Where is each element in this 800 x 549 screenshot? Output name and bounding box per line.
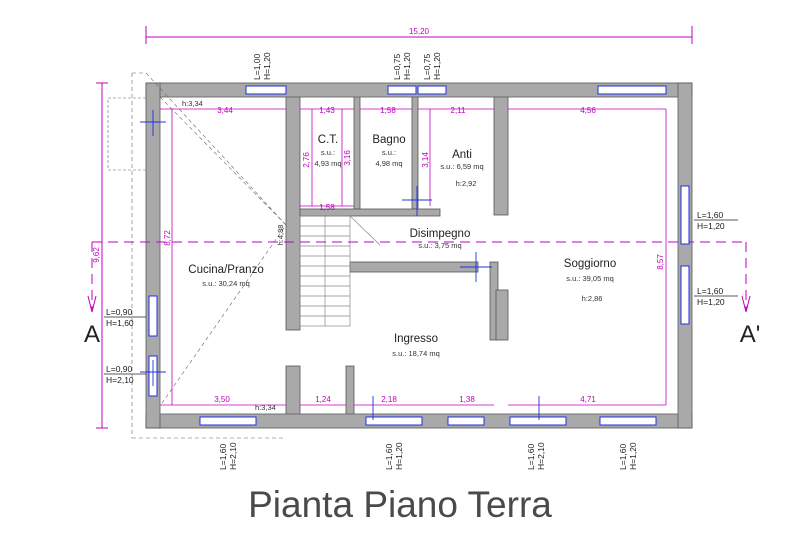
svg-text:L=0,75: L=0,75 (422, 53, 432, 80)
svg-text:L=1,60: L=1,60 (697, 210, 724, 220)
svg-text:L=1,60: L=1,60 (218, 443, 228, 470)
section-label-right: A' (740, 321, 761, 348)
svg-text:4,56: 4,56 (580, 106, 596, 115)
svg-text:H=1,20: H=1,20 (628, 442, 638, 470)
room-disimpegno: Disimpegno s.u.: 3,75 mq (410, 228, 471, 250)
svg-text:1,58: 1,58 (319, 203, 335, 212)
room-anti: Anti s.u.: 6,59 mq h:2,92 (440, 149, 483, 188)
section-line: A A' (84, 241, 761, 348)
svg-text:Ingresso: Ingresso (394, 333, 438, 345)
inner-outline (159, 96, 679, 415)
room-bagno: Bagno s.u.: 4,98 mq (372, 134, 405, 168)
svg-text:H=1,20: H=1,20 (402, 52, 412, 80)
svg-text:h:2,92: h:2,92 (456, 179, 477, 188)
svg-text:h:4,88: h:4,88 (276, 225, 285, 246)
overall-height-dimension: 9,62 (92, 82, 108, 429)
svg-text:H=1,20: H=1,20 (697, 297, 725, 307)
windows (148, 85, 690, 426)
svg-text:h:3,34: h:3,34 (255, 403, 276, 412)
svg-text:h:3,34: h:3,34 (182, 99, 203, 108)
svg-text:s.u.: 3,75 mq: s.u.: 3,75 mq (418, 241, 461, 250)
svg-text:4,98 mq: 4,98 mq (375, 159, 402, 168)
svg-text:h:2,86: h:2,86 (582, 294, 603, 303)
overall-width-text: 15,20 (409, 27, 430, 36)
svg-text:s.u.: 6,59 mq: s.u.: 6,59 mq (440, 162, 483, 171)
svg-text:s.u.: 30,24 mq: s.u.: 30,24 mq (202, 279, 250, 288)
svg-text:L=0,90: L=0,90 (106, 364, 133, 374)
room-soggiorno: Soggiorno s.u.: 39,05 mq h:2,86 (564, 258, 616, 303)
svg-text:4,71: 4,71 (580, 395, 596, 404)
svg-text:L=0,90: L=0,90 (106, 307, 133, 317)
overall-height-text: 9,62 (92, 247, 101, 263)
svg-text:1,24: 1,24 (315, 395, 331, 404)
svg-text:3,50: 3,50 (214, 395, 230, 404)
svg-text:H=1,20: H=1,20 (432, 52, 442, 80)
projection-lines (131, 72, 287, 439)
svg-text:Cucina/Pranzo: Cucina/Pranzo (188, 264, 263, 276)
inner-dimension-texts: 3,44 1,43 1,58 2,11 4,56 1,58 2,76 3,16 … (163, 99, 665, 412)
inner-dimensions (160, 108, 667, 406)
svg-text:2,18: 2,18 (381, 395, 397, 404)
aux-boxes (107, 97, 147, 171)
svg-text:L=1,60: L=1,60 (526, 443, 536, 470)
svg-text:Anti: Anti (452, 149, 472, 161)
svg-text:H=1,20: H=1,20 (262, 52, 272, 80)
svg-text:3,14: 3,14 (421, 152, 430, 168)
svg-text:1,58: 1,58 (380, 106, 396, 115)
page-title: Pianta Piano Terra (248, 484, 552, 525)
svg-text:s.u.:: s.u.: (321, 148, 335, 157)
section-label-left: A (84, 321, 100, 348)
svg-text:s.u.: 39,05 mq: s.u.: 39,05 mq (566, 274, 614, 283)
room-ct: C.T. s.u.: 4,93 mq (314, 134, 341, 168)
door-markers (140, 110, 540, 420)
svg-text:C.T.: C.T. (318, 134, 338, 146)
svg-text:2,11: 2,11 (451, 106, 467, 115)
svg-text:L=1,60: L=1,60 (384, 443, 394, 470)
svg-text:H=2,10: H=2,10 (106, 375, 134, 385)
svg-text:3,44: 3,44 (217, 106, 233, 115)
svg-text:L=1,60: L=1,60 (697, 286, 724, 296)
svg-text:Soggiorno: Soggiorno (564, 258, 616, 270)
walls (145, 82, 693, 429)
svg-text:L=1,00: L=1,00 (252, 53, 262, 80)
svg-text:8,72: 8,72 (163, 230, 172, 246)
svg-text:s.u.: 18,74 mq: s.u.: 18,74 mq (392, 349, 440, 358)
room-ingresso: Ingresso s.u.: 18,74 mq (392, 333, 440, 358)
svg-text:Disimpegno: Disimpegno (410, 228, 471, 240)
svg-text:H=1,60: H=1,60 (106, 318, 134, 328)
svg-text:H=1,20: H=1,20 (394, 442, 404, 470)
svg-text:H=2,10: H=2,10 (536, 442, 546, 470)
svg-text:L=1,60: L=1,60 (618, 443, 628, 470)
staircase (299, 215, 381, 327)
svg-text:Bagno: Bagno (372, 134, 405, 146)
svg-text:H=2,10: H=2,10 (228, 442, 238, 470)
svg-text:1,38: 1,38 (459, 395, 475, 404)
svg-text:3,16: 3,16 (343, 150, 352, 166)
room-cucina: Cucina/Pranzo s.u.: 30,24 mq (188, 264, 263, 288)
svg-text:2,76: 2,76 (302, 152, 311, 168)
svg-text:1,43: 1,43 (319, 106, 335, 115)
svg-text:8,57: 8,57 (656, 254, 665, 270)
svg-text:L=0,75: L=0,75 (392, 53, 402, 80)
svg-text:s.u.:: s.u.: (382, 148, 396, 157)
svg-text:4,93 mq: 4,93 mq (314, 159, 341, 168)
svg-text:H=1,20: H=1,20 (697, 221, 725, 231)
overall-width-dimension: 15,20 (145, 26, 693, 44)
window-labels: L=1,00 H=1,20 L=0,75 H=1,20 L=0,75 H=1,2… (104, 52, 738, 470)
